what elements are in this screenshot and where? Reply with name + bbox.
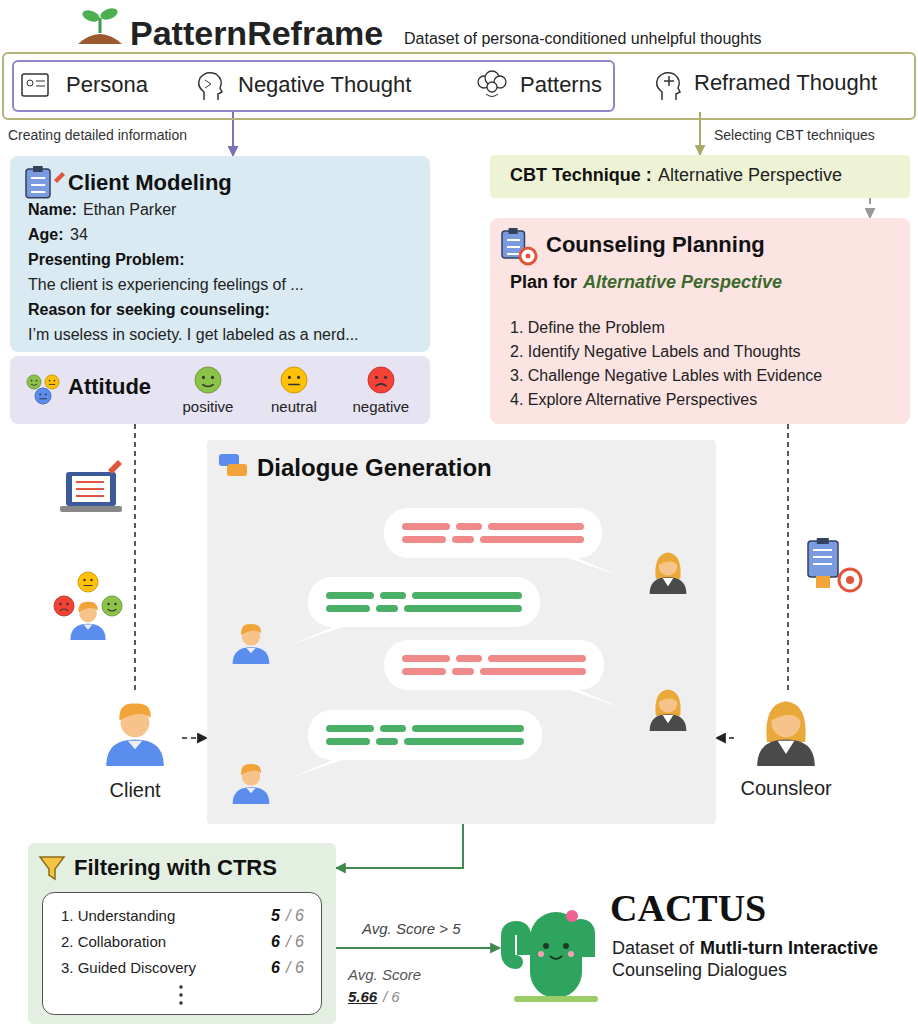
technique-box: CBT Technique : Alternative Perspective [490, 155, 910, 198]
client-figure: Client [88, 690, 182, 806]
node-text: Age: [28, 225, 64, 244]
node-text: 1. Understanding [61, 907, 175, 925]
node-text: I’m useless in society. I get labeled as… [28, 325, 359, 344]
node-text: / 6 [286, 958, 304, 977]
node-text: negative [353, 398, 410, 416]
node-text: Plan for [510, 272, 577, 294]
node-text: Reason for seeking counseling: [28, 300, 270, 319]
node-illustration [207, 440, 716, 824]
planning-box: Counseling PlanningPlan for Alternative P… [490, 218, 910, 424]
node-text: 1. Define the Problem [510, 318, 665, 337]
connector [787, 424, 789, 690]
node-text: Negative Thought [238, 72, 411, 98]
client-modeling-box: Client ModelingName: Ethan ParkerAge: 34Pr… [10, 156, 430, 352]
node-text: 3. Challenge Negative Lables with Eviden… [510, 366, 822, 385]
node-text: 3. Guided Discovery [61, 959, 196, 977]
node-text: PatternReframe [130, 13, 383, 54]
connector [336, 947, 500, 949]
connector [336, 824, 463, 868]
node-text: CACTUS [610, 886, 766, 932]
ctrs-score-box: 1. Understanding 5 / 6 2. Collaboration 6 / 6… [42, 892, 322, 1015]
node-text: Persona [66, 72, 148, 98]
node-text: Name: [28, 200, 77, 219]
source-dataset-box: PatternReframeDataset of persona-conditi… [2, 52, 916, 120]
attitude-box: Attitude positive neutral negative [10, 356, 430, 424]
node-text: Reframed Thought [694, 70, 877, 96]
node-text: Alternative Perspective [658, 165, 842, 187]
cactus-dataset: CACTUS Dataset of Mutli-turn InteractiveCo… [500, 880, 916, 1010]
reframed-field: Reframed Thought [648, 60, 914, 112]
node-text: Attitude [68, 374, 151, 400]
node-text: Presenting Problem: [28, 250, 184, 269]
node-text: Counsleor [741, 776, 832, 800]
node-text: / 6 [286, 906, 304, 925]
node-text: Dataset of persona-conditioned unhelpful… [404, 29, 762, 48]
edge-label: Selecting CBT techniques [714, 127, 875, 144]
score-label: 5.66 [348, 988, 377, 1006]
connector [716, 737, 734, 739]
score-label: / 6 [383, 988, 400, 1006]
node-text: Dataset of [612, 938, 694, 960]
node-text: Client Modeling [68, 170, 232, 196]
node-text: Alternative Perspective [583, 272, 782, 294]
dialogue-box: Dialogue Generation [207, 440, 716, 824]
node-text: Filtering with CTRS [74, 855, 277, 881]
node-text: / 6 [286, 932, 304, 951]
node-text: Client [110, 778, 161, 802]
node-text: neutral [271, 398, 317, 416]
edge-label: Avg. Score > 5 [362, 920, 461, 938]
node-text: CBT Technique : [510, 165, 652, 187]
filter-box: Filtering with CTRS 1. Understanding 5 / 6 2… [28, 843, 336, 1024]
score-label: Avg. Score [348, 966, 421, 984]
node-text: Counseling Dialogues [612, 960, 787, 982]
node-text: Mutli-turn Interactive [700, 938, 878, 960]
node-text: positive [183, 398, 234, 416]
node-text: 5 [271, 906, 280, 925]
node-text: The client is experiencing feelings of .… [28, 275, 304, 294]
dataset-fields-box: Persona Negative Thought Patterns [12, 60, 615, 112]
counselor-figure: Counsleor [734, 690, 842, 806]
edge-label: Creating detailed information [8, 127, 187, 144]
node-text: 2. Identify Negative Labels and Thoughts [510, 342, 801, 361]
node-text: 6 [271, 932, 280, 951]
connector [869, 198, 871, 218]
connector [134, 424, 136, 690]
connector [182, 737, 207, 739]
node-text: 6 [271, 958, 280, 977]
node-text: Counseling Planning [546, 232, 765, 258]
node-text: Dialogue Generation [257, 454, 492, 483]
node-text: 4. Explore Alternative Perspectives [510, 390, 757, 409]
node-text: 2. Collaboration [61, 933, 166, 951]
node-text: 34 [70, 225, 88, 244]
node-text: Patterns [520, 72, 602, 98]
node-text: Ethan Parker [83, 200, 176, 219]
